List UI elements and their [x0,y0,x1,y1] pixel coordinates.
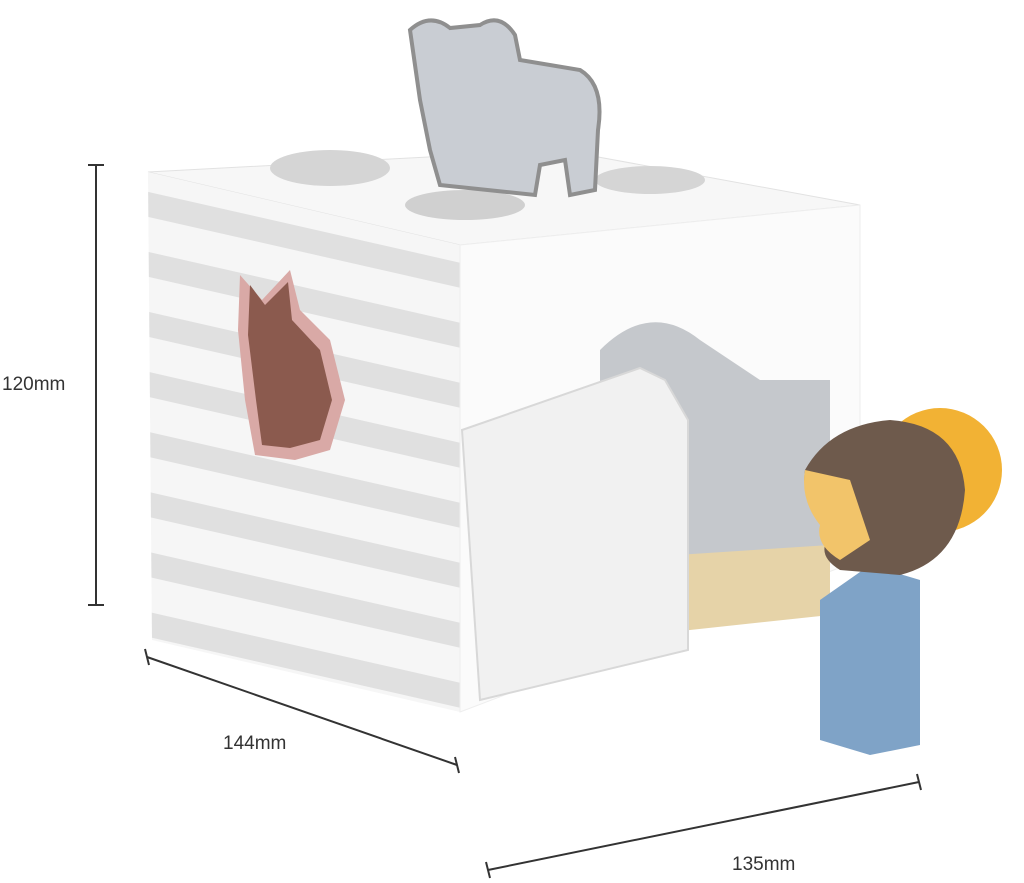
bear-piece [407,18,602,198]
shape-hole-circle [270,150,390,186]
shape-hole-square [595,166,705,194]
open-door [460,366,689,702]
height-dimension-line [88,164,104,606]
fox-body [248,282,332,448]
depth-dimension-line [485,773,922,879]
height-label: 120mm [2,374,66,395]
width-label: 144mm [223,733,287,754]
width-dimension-line [144,648,460,774]
hedgehog-face [804,470,870,560]
depth-label: 135mm [732,854,796,875]
blue-hexagon-block [820,565,920,755]
shape-hole-hexagon [405,190,525,220]
